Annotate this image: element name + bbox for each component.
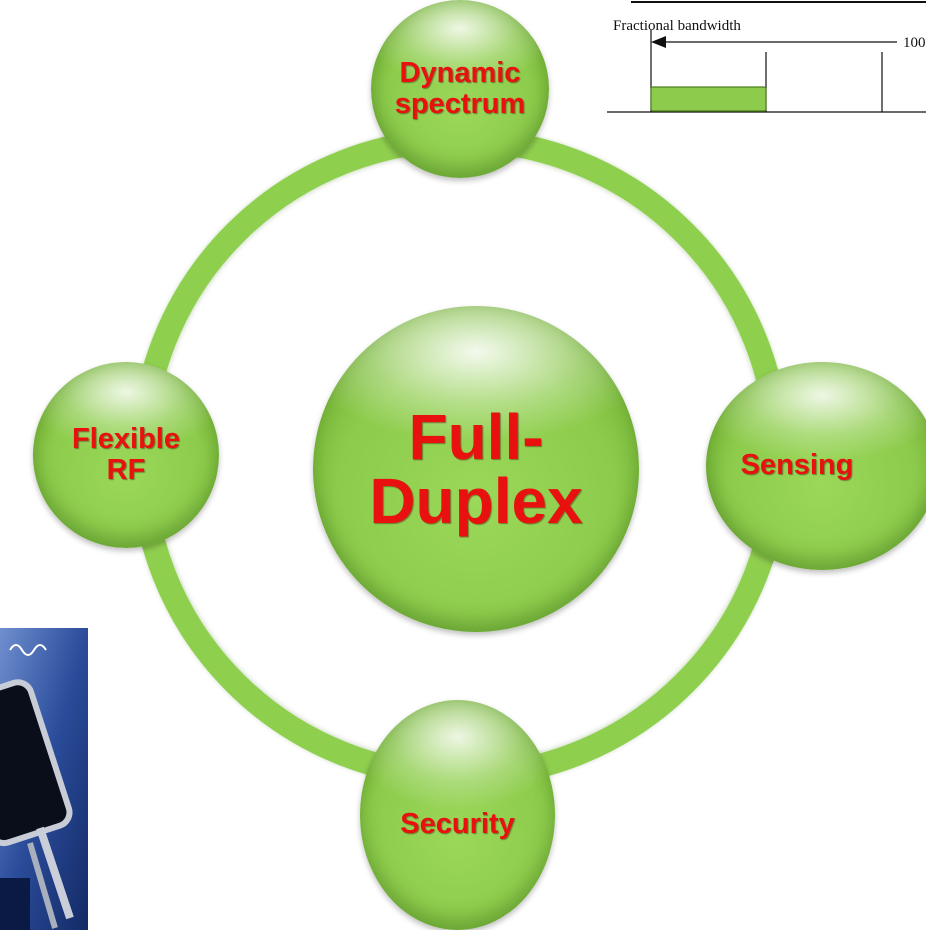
center-node-full-duplex: Full- Duplex [313, 306, 639, 632]
node-security-label: Security [400, 808, 515, 841]
center-node-label: Full- Duplex [369, 401, 583, 537]
node-dynamic-spectrum: Dynamic spectrum [371, 0, 549, 178]
node-sensing: Sensing [706, 362, 926, 570]
node-sensing-label: Sensing [740, 449, 854, 482]
node-dynamic-spectrum-label: Dynamic spectrum [394, 56, 526, 120]
smartphone-photo [0, 628, 88, 930]
scissors-blade-icon [36, 826, 74, 920]
node-flexible-rf: Flexible RF [33, 362, 219, 548]
fractional-bandwidth-label: Fractional bandwidth [613, 18, 741, 34]
smartphone-illustration [0, 628, 88, 930]
node-security: Security [360, 700, 555, 930]
bandwidth-bar [650, 86, 767, 112]
signal-wave-icon [9, 644, 47, 656]
percent-label: 100 [903, 35, 926, 51]
arrow-left-icon [651, 36, 666, 48]
node-flexible-rf-label: Flexible RF [72, 422, 180, 486]
phone-body [0, 679, 73, 847]
